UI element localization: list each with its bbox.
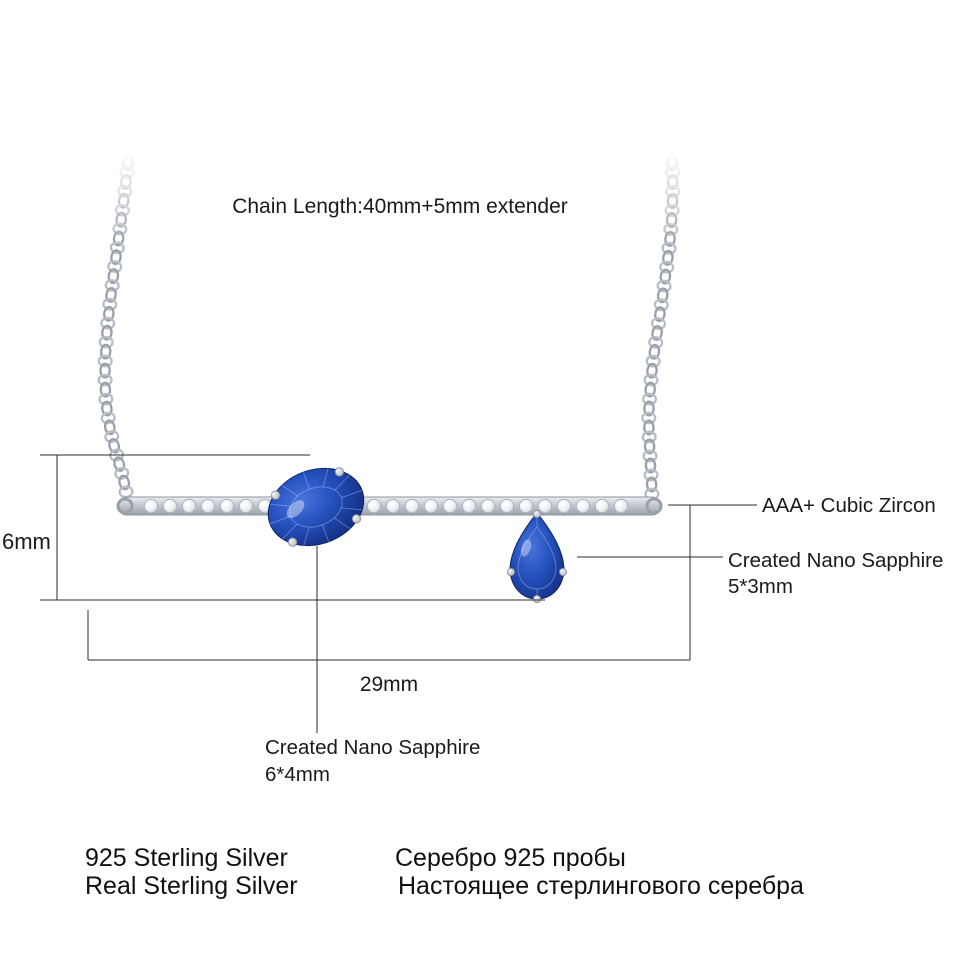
teardrop-highlight bbox=[520, 539, 532, 557]
teardrop-sapphire-stone bbox=[506, 509, 568, 604]
teardrop-facet-lines bbox=[517, 526, 557, 590]
bar-left-loop bbox=[116, 497, 134, 515]
oval-sapphire-stone bbox=[267, 467, 365, 547]
small-sapphire-label: Created Nano Sapphire 5*3mm bbox=[728, 548, 943, 600]
pendant-height-label: 6mm bbox=[2, 529, 51, 554]
large-sapphire-size: 6*4mm bbox=[265, 763, 330, 786]
large-sapphire-name: Created Nano Sapphire bbox=[265, 736, 481, 759]
chain-fade-right bbox=[625, 150, 720, 245]
material-english-line2: Real Sterling Silver bbox=[85, 872, 298, 900]
pendant-width-label: 29mm bbox=[359, 673, 419, 696]
small-sapphire-name: Created Nano Sapphire bbox=[728, 549, 944, 572]
oval-facet-lines bbox=[269, 468, 363, 546]
bar-right-loop bbox=[645, 497, 663, 515]
cubic-zircon-label: AAA+ Cubic Zircon bbox=[762, 494, 936, 517]
chain-length-label: Chain Length:40mm+5mm extender bbox=[232, 195, 568, 218]
material-english-line1: 925 Sterling Silver bbox=[85, 844, 288, 872]
small-sapphire-size: 5*3mm bbox=[728, 575, 793, 598]
oval-highlight bbox=[286, 500, 305, 518]
large-sapphire-label: Created Nano Sapphire 6*4mm bbox=[265, 734, 480, 788]
cubic-zircon-stones bbox=[143, 498, 629, 514]
chain-fade-left bbox=[90, 150, 170, 245]
material-russian-line1: Серебро 925 пробы bbox=[395, 844, 626, 872]
material-russian-line2: Настоящее стерлингового серебра bbox=[398, 872, 804, 900]
dimension-lines bbox=[40, 454, 757, 733]
